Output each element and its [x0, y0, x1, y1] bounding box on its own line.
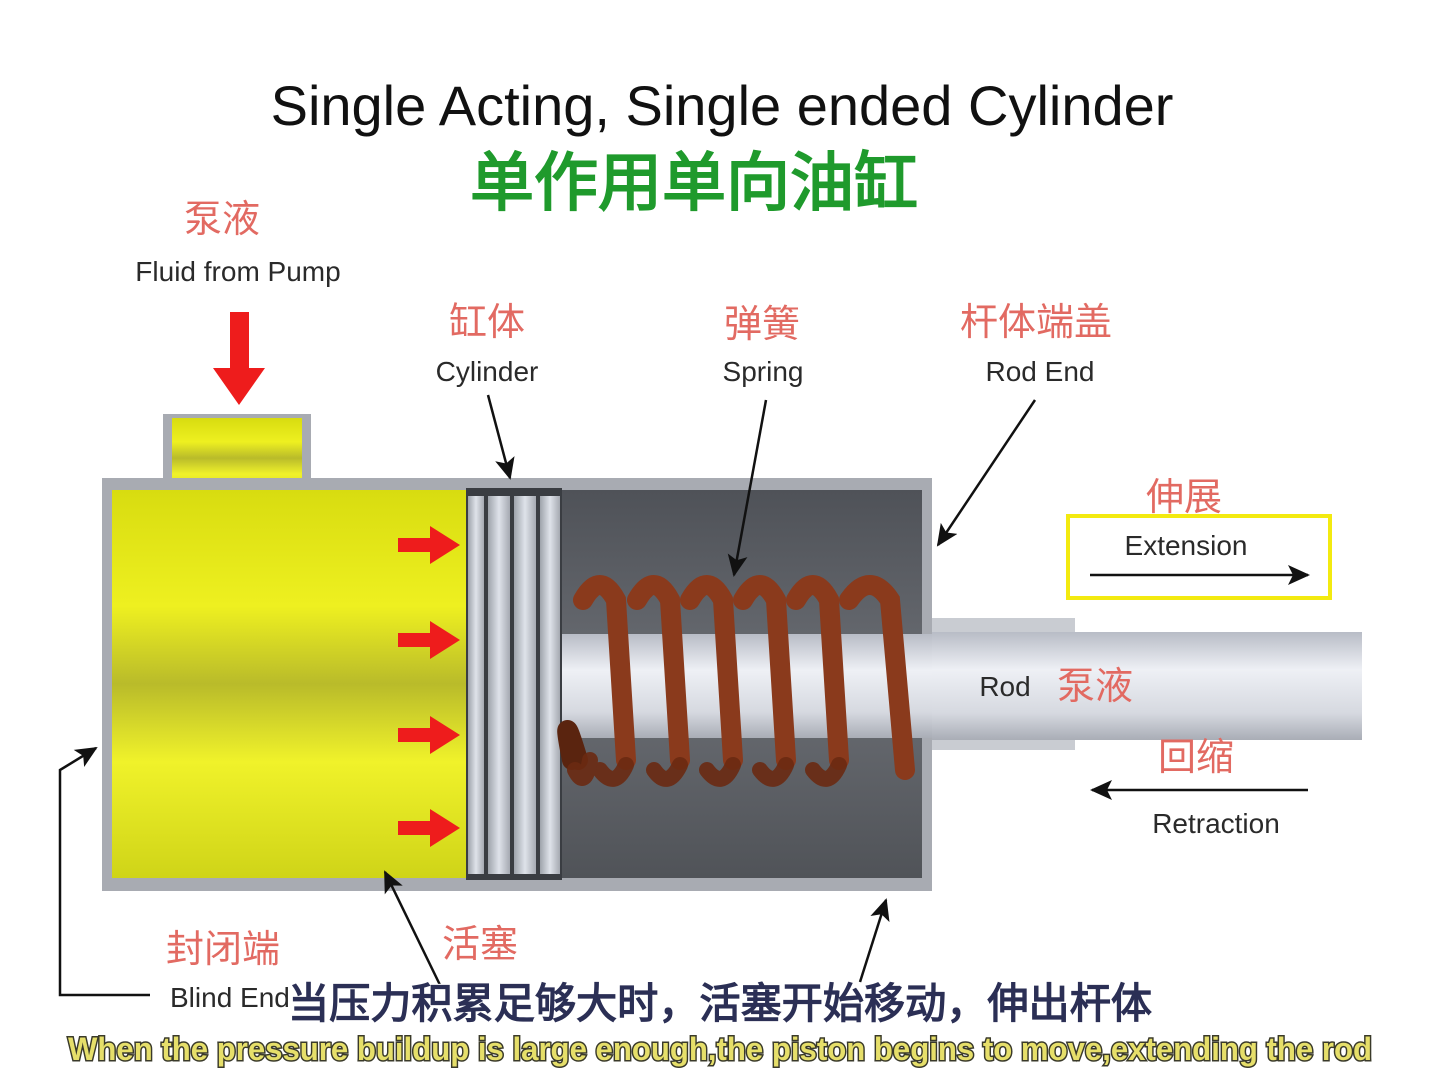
- fluid-from-pump-label: Fluid from Pump: [135, 256, 341, 287]
- pressure-arrows: [398, 526, 460, 847]
- blind-end-label: Blind End: [170, 982, 290, 1013]
- rod-label: Rod: [979, 671, 1031, 702]
- subtitle-chinese: 当压力积累足够大时，活塞开始移动，伸出杆体: [288, 979, 1152, 1028]
- blind-end-zh: 封闭端: [165, 927, 281, 971]
- title-chinese: 单作用单向油缸: [470, 147, 918, 221]
- title-english: Single Acting, Single ended Cylinder: [270, 74, 1174, 137]
- spring: [557, 575, 915, 780]
- extension-zh: 伸展: [1145, 475, 1223, 519]
- piston-zh: 活塞: [441, 922, 519, 966]
- rod-end-zh: 杆体端盖: [959, 300, 1113, 344]
- fluid-from-pump-zh: 泵液: [183, 197, 261, 241]
- rod-zh: 泵液: [1056, 664, 1134, 708]
- cylinder-zh: 缸体: [448, 300, 526, 344]
- fluid-inlet-arrow-icon: [213, 312, 265, 405]
- subtitle-english: When the pressure buildup is large enoug…: [68, 1031, 1372, 1067]
- retraction-zh: 回缩: [1157, 735, 1235, 779]
- retraction-label: Retraction: [1152, 808, 1280, 839]
- spring-zh: 弹簧: [723, 302, 801, 346]
- piston: [466, 488, 562, 880]
- fluid-chamber: [112, 490, 468, 878]
- rod-end-label: Rod End: [985, 356, 1095, 387]
- cylinder-label: Cylinder: [435, 356, 539, 387]
- extension-label: Extension: [1124, 530, 1248, 561]
- extension-box: [1066, 514, 1332, 600]
- spring-label: Spring: [722, 356, 804, 387]
